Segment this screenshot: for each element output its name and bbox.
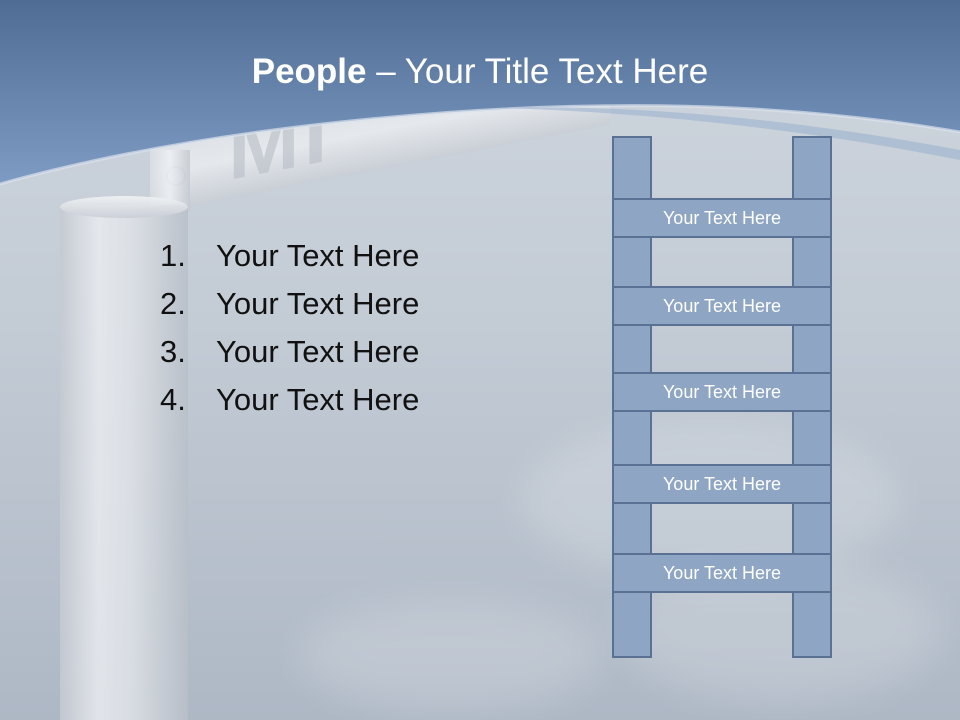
numbered-list: 1. Your Text Here 2. Your Text Here 3. Your… [160,232,419,424]
list-item-number: 4. [160,382,186,417]
ladder-rung-3: Your Text Here [612,372,832,412]
ladder-rung-1: Your Text Here [612,198,832,238]
list-item: 2. Your Text Here [160,280,419,328]
list-item-number: 2. [160,286,186,321]
list-item: 1. Your Text Here [160,232,419,280]
list-item-number: 1. [160,238,186,273]
list-item-text: Your Text Here [216,286,420,321]
list-item-number: 3. [160,334,186,369]
list-item-text: Your Text Here [216,238,420,273]
list-item: 4. Your Text Here [160,376,419,424]
list-item-text: Your Text Here [216,334,420,369]
list-item: 3. Your Text Here [160,328,419,376]
list-item-text: Your Text Here [216,382,420,417]
slide-title: People – Your Title Text Here [0,52,960,92]
ladder-rung-4: Your Text Here [612,464,832,504]
ladder-rung-5: Your Text Here [612,553,832,593]
sign-pole [60,205,188,720]
title-bold-part: People [251,52,367,91]
title-rest-part: – Your Title Text Here [366,52,709,91]
sign-pole-cap [60,196,188,218]
cloud-texture [300,600,600,710]
ladder-rung-2: Your Text Here [612,286,832,326]
header-band [0,0,960,186]
